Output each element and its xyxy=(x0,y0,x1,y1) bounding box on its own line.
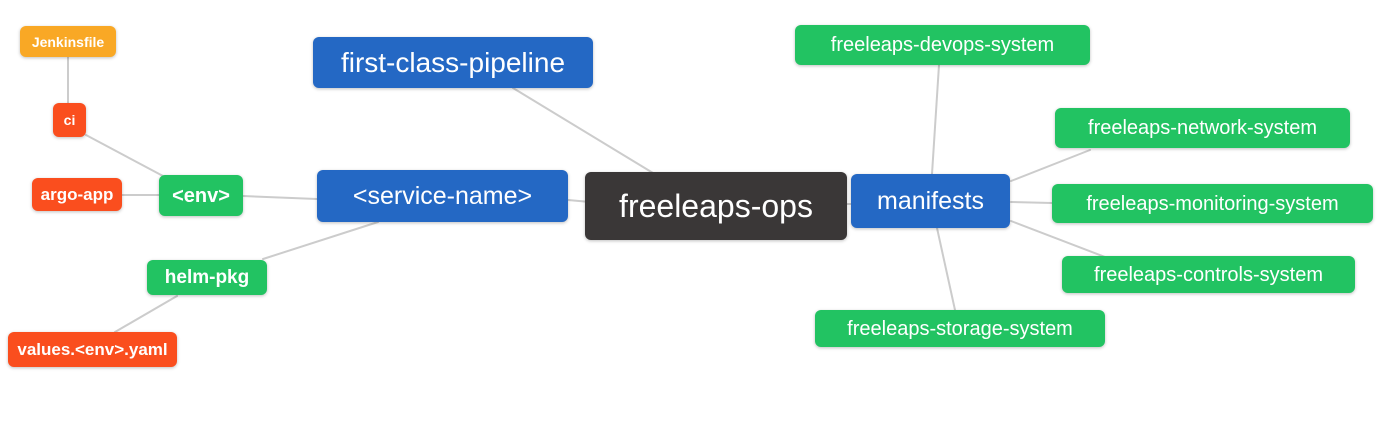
node-ci[interactable]: ci xyxy=(53,103,86,137)
node-freeleaps-storage-system[interactable]: freeleaps-storage-system xyxy=(815,310,1105,347)
edge-ci-env xyxy=(85,134,164,177)
edge-helm-pkg-service-name xyxy=(262,221,379,260)
node-freeleaps-controls-system[interactable]: freeleaps-controls-system xyxy=(1062,256,1355,293)
node-values-env-yaml[interactable]: values.<env>.yaml xyxy=(8,332,177,367)
edge-manifests-network xyxy=(1010,149,1091,182)
node-freeleaps-network-system[interactable]: freeleaps-network-system xyxy=(1055,108,1350,148)
node-freeleaps-devops-system[interactable]: freeleaps-devops-system xyxy=(795,25,1090,65)
node-freeleaps-ops-root[interactable]: freeleaps-ops xyxy=(585,172,847,240)
node-manifests[interactable]: manifests xyxy=(851,174,1010,228)
node-argo-app[interactable]: argo-app xyxy=(32,178,122,211)
edge-values-helm-pkg xyxy=(114,295,178,333)
node-helm-pkg[interactable]: helm-pkg xyxy=(147,260,267,295)
edge-env-service-name xyxy=(242,195,318,200)
edge-pipeline-freeleaps-ops xyxy=(512,87,654,174)
node-env[interactable]: <env> xyxy=(159,175,243,216)
edge-manifests-storage xyxy=(936,227,956,311)
node-jenkinsfile[interactable]: Jenkinsfile xyxy=(20,26,116,57)
node-freeleaps-monitoring-system[interactable]: freeleaps-monitoring-system xyxy=(1052,184,1373,223)
edge-manifests-devops xyxy=(931,64,940,175)
node-service-name[interactable]: <service-name> xyxy=(317,170,568,222)
edge-manifests-controls xyxy=(1010,220,1106,258)
node-first-class-pipeline[interactable]: first-class-pipeline xyxy=(313,37,593,88)
edge-manifests-monitoring xyxy=(1010,201,1053,204)
